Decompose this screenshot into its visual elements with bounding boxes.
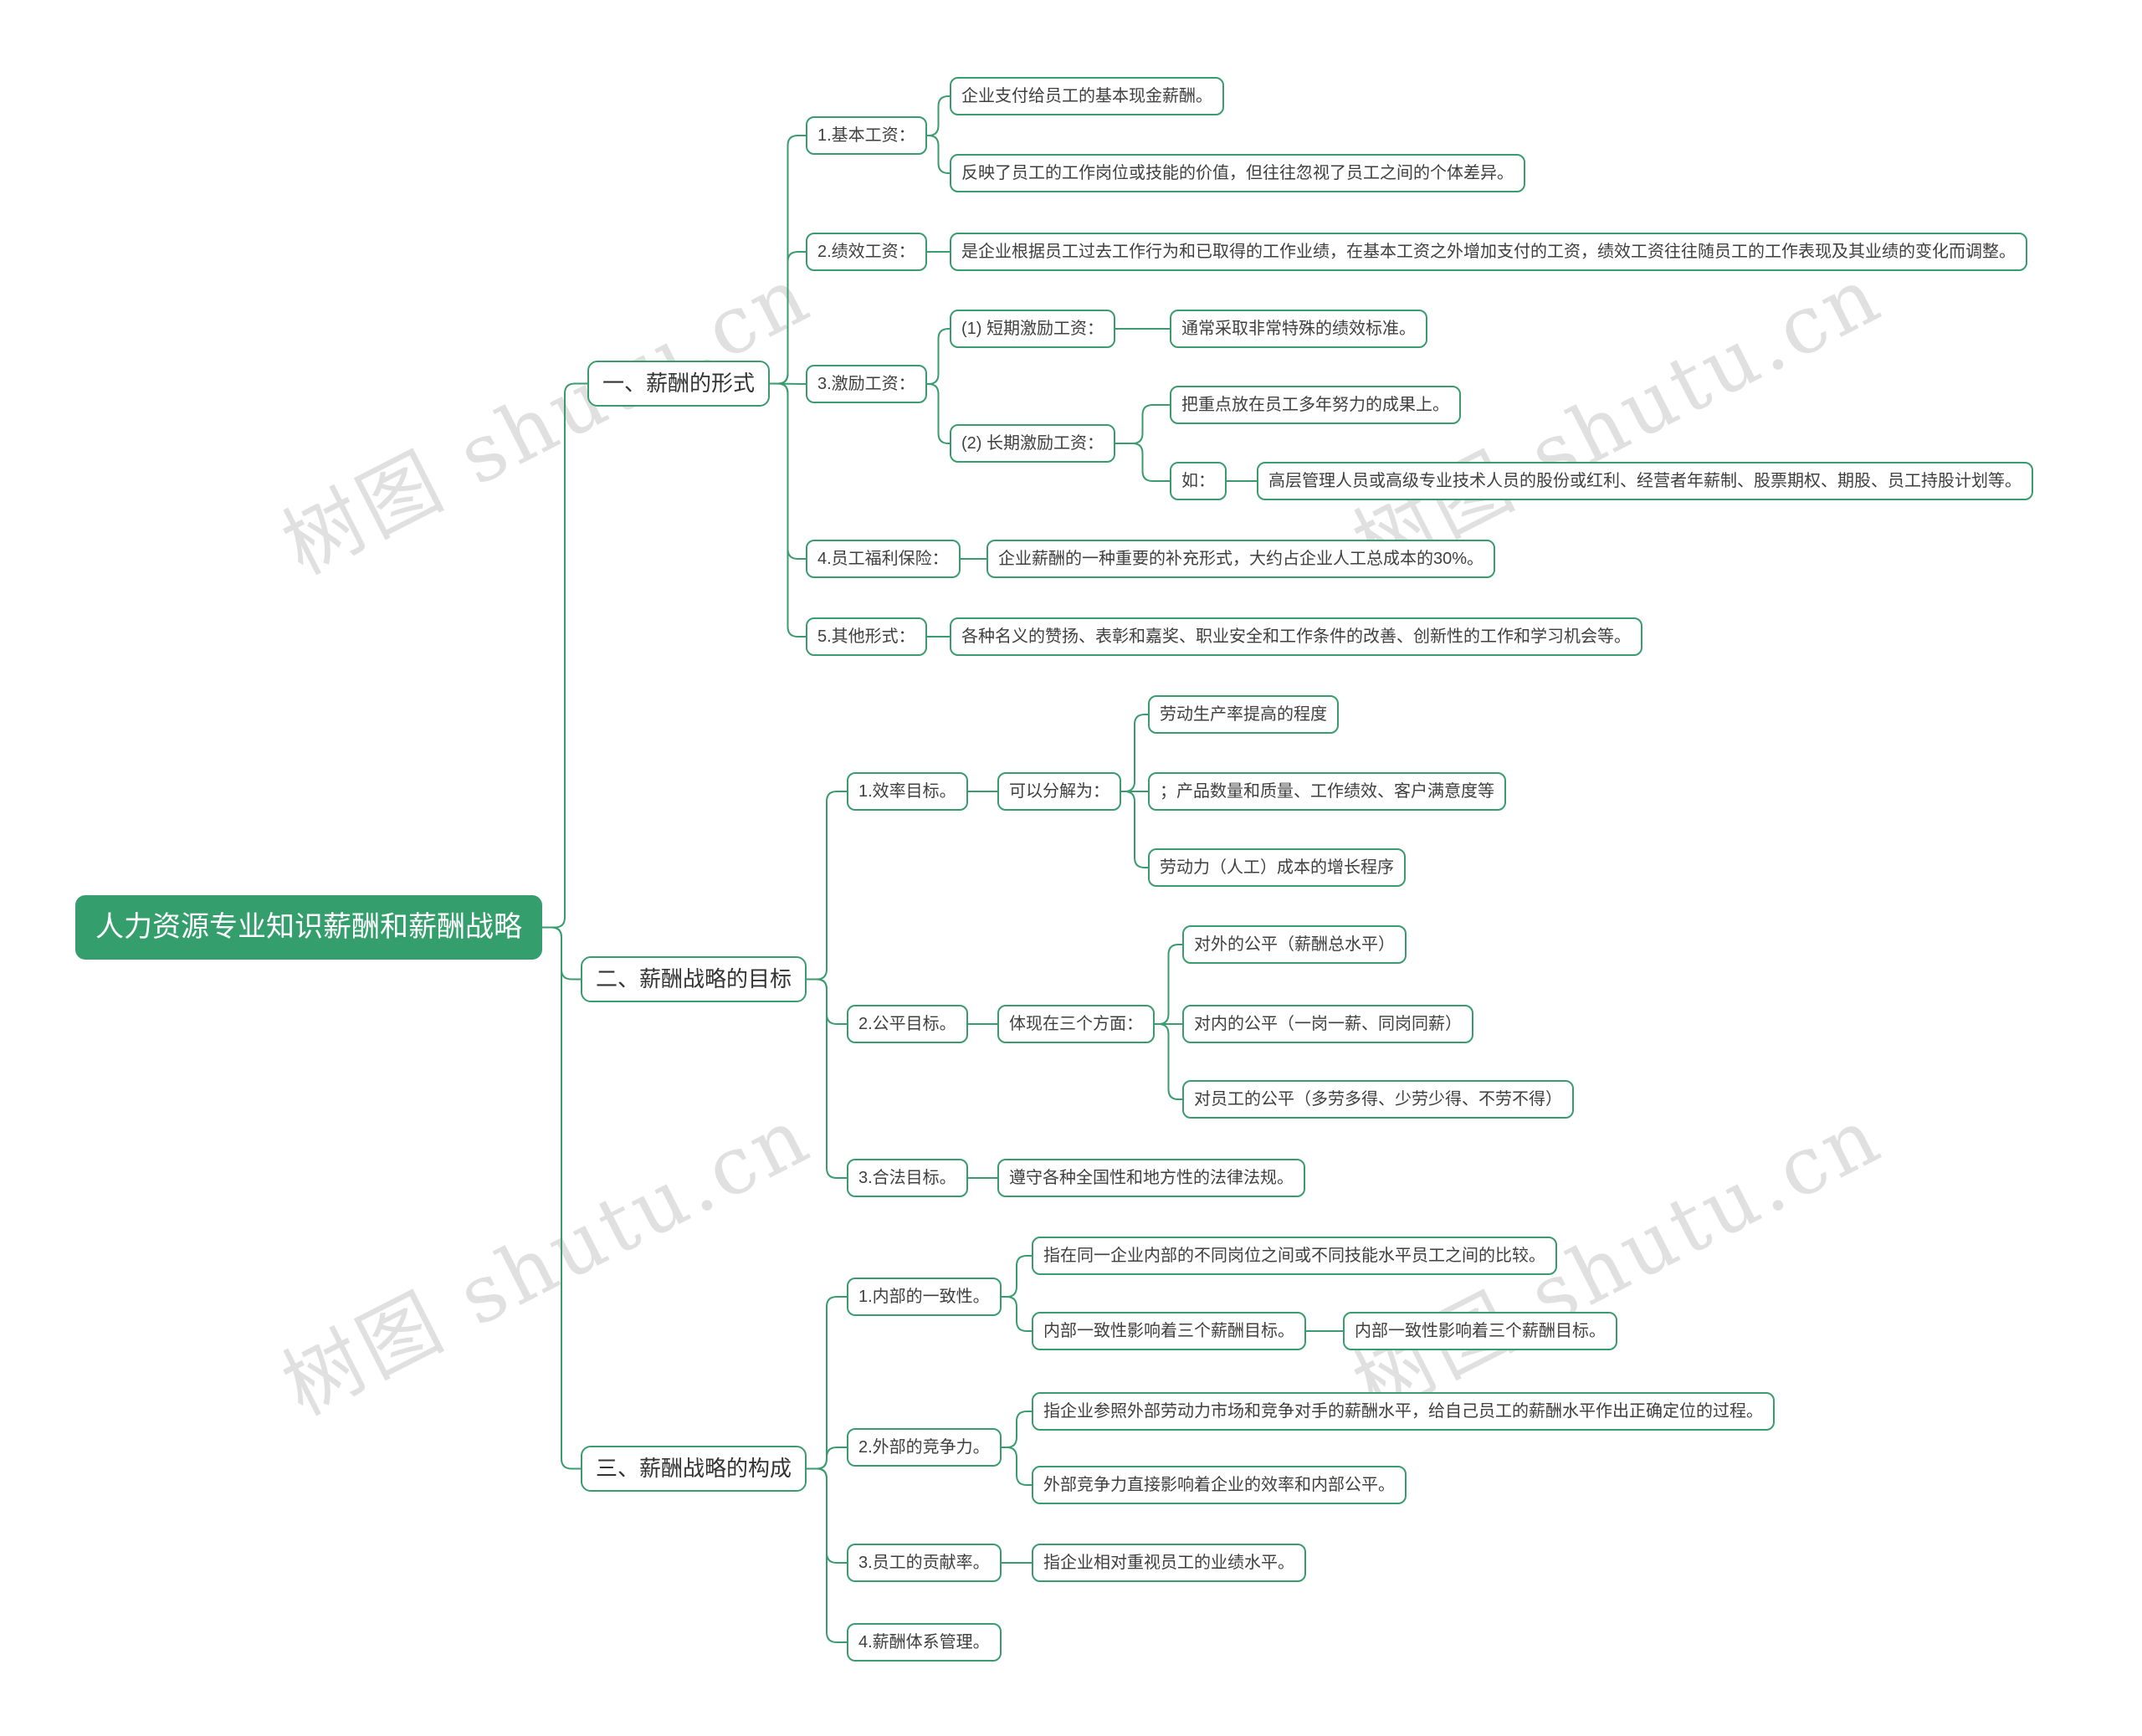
node-external-competitiveness[interactable]: 2.外部的竞争力。 — [847, 1428, 1002, 1467]
node-long-term-incentive-note[interactable]: 把重点放在员工多年努力的成果上。 — [1170, 386, 1461, 424]
node-basic-wage-note-1[interactable]: 企业支付给员工的基本现金薪酬。 — [950, 77, 1224, 115]
node-internal-consistency-note-2-sub[interactable]: 内部一致性影响着三个薪酬目标。 — [1343, 1312, 1617, 1350]
node-internal-consistency[interactable]: 1.内部的一致性。 — [847, 1278, 1002, 1316]
node-branch-forms[interactable]: 一、薪酬的形式 — [587, 361, 771, 407]
watermark: 树图 shutu.cn — [269, 1088, 826, 1434]
node-efficiency-item-1[interactable]: 劳动生产率提高的程度 — [1148, 695, 1339, 734]
node-long-term-example-label[interactable]: 如： — [1170, 462, 1227, 500]
node-root[interactable]: 人力资源专业知识薪酬和薪酬战略 — [75, 895, 542, 960]
node-fairness-item-1[interactable]: 对外的公平（薪酬总水平） — [1182, 925, 1407, 964]
node-branch-composition[interactable]: 三、薪酬战略的构成 — [581, 1446, 807, 1493]
node-external-competitiveness-note-2[interactable]: 外部竞争力直接影响着企业的效率和内部公平。 — [1032, 1466, 1407, 1504]
node-performance-wage-note[interactable]: 是企业根据员工过去工作行为和已取得的工作业绩，在基本工资之外增加支付的工资，绩效… — [950, 233, 2027, 271]
node-long-term-incentive[interactable]: (2) 长期激励工资： — [950, 424, 1115, 463]
node-basic-wage[interactable]: 1.基本工资： — [806, 116, 927, 155]
node-employee-contribution-note[interactable]: 指企业相对重视员工的业绩水平。 — [1032, 1544, 1306, 1582]
node-legality-goal[interactable]: 3.合法目标。 — [847, 1159, 968, 1197]
node-efficiency-goal[interactable]: 1.效率目标。 — [847, 772, 968, 811]
node-internal-consistency-note-1[interactable]: 指在同一企业内部的不同岗位之间或不同技能水平员工之间的比较。 — [1032, 1237, 1557, 1275]
node-other-forms[interactable]: 5.其他形式： — [806, 617, 927, 656]
node-legality-note[interactable]: 遵守各种全国性和地方性的法律法规。 — [997, 1159, 1305, 1197]
node-external-competitiveness-note-1[interactable]: 指企业参照外部劳动力市场和竞争对手的薪酬水平，给自己员工的薪酬水平作出正确定位的… — [1032, 1392, 1775, 1431]
node-fairness-goal[interactable]: 2.公平目标。 — [847, 1005, 968, 1043]
node-internal-consistency-note-2[interactable]: 内部一致性影响着三个薪酬目标。 — [1032, 1312, 1306, 1350]
node-system-management[interactable]: 4.薪酬体系管理。 — [847, 1623, 1002, 1662]
node-employee-contribution[interactable]: 3.员工的贡献率。 — [847, 1544, 1002, 1582]
node-branch-goals[interactable]: 二、薪酬战略的目标 — [581, 956, 807, 1003]
node-short-term-incentive[interactable]: (1) 短期激励工资： — [950, 310, 1115, 348]
node-incentive-wage[interactable]: 3.激励工资： — [806, 365, 927, 403]
node-long-term-example[interactable]: 高层管理人员或高级专业技术人员的股份或红利、经营者年薪制、股票期权、期股、员工持… — [1257, 462, 2033, 500]
node-efficiency-decompose[interactable]: 可以分解为： — [997, 772, 1121, 811]
node-fairness-item-3[interactable]: 对员工的公平（多劳多得、少劳少得、不劳不得） — [1182, 1080, 1574, 1119]
node-basic-wage-note-2[interactable]: 反映了员工的工作岗位或技能的价值，但往往忽视了员工之间的个体差异。 — [950, 154, 1525, 192]
watermark: 树图 shutu.cn — [269, 248, 826, 593]
node-short-term-incentive-note[interactable]: 通常采取非常特殊的绩效标准。 — [1170, 310, 1427, 348]
node-fairness-aspects[interactable]: 体现在三个方面： — [997, 1005, 1155, 1043]
node-other-forms-note[interactable]: 各种名义的赞扬、表彰和嘉奖、职业安全和工作条件的改善、创新性的工作和学习机会等。 — [950, 617, 1642, 656]
node-performance-wage[interactable]: 2.绩效工资： — [806, 233, 927, 271]
node-welfare-insurance-note[interactable]: 企业薪酬的一种重要的补充形式，大约占企业人工总成本的30%。 — [986, 540, 1496, 578]
node-efficiency-item-3[interactable]: 劳动力（人工）成本的增长程序 — [1148, 848, 1406, 887]
node-welfare-insurance[interactable]: 4.员工福利保险： — [806, 540, 961, 578]
node-efficiency-item-2[interactable]: ；产品数量和质量、工作绩效、客户满意度等 — [1148, 772, 1506, 811]
node-fairness-item-2[interactable]: 对内的公平（一岗一薪、同岗同薪） — [1182, 1005, 1473, 1043]
